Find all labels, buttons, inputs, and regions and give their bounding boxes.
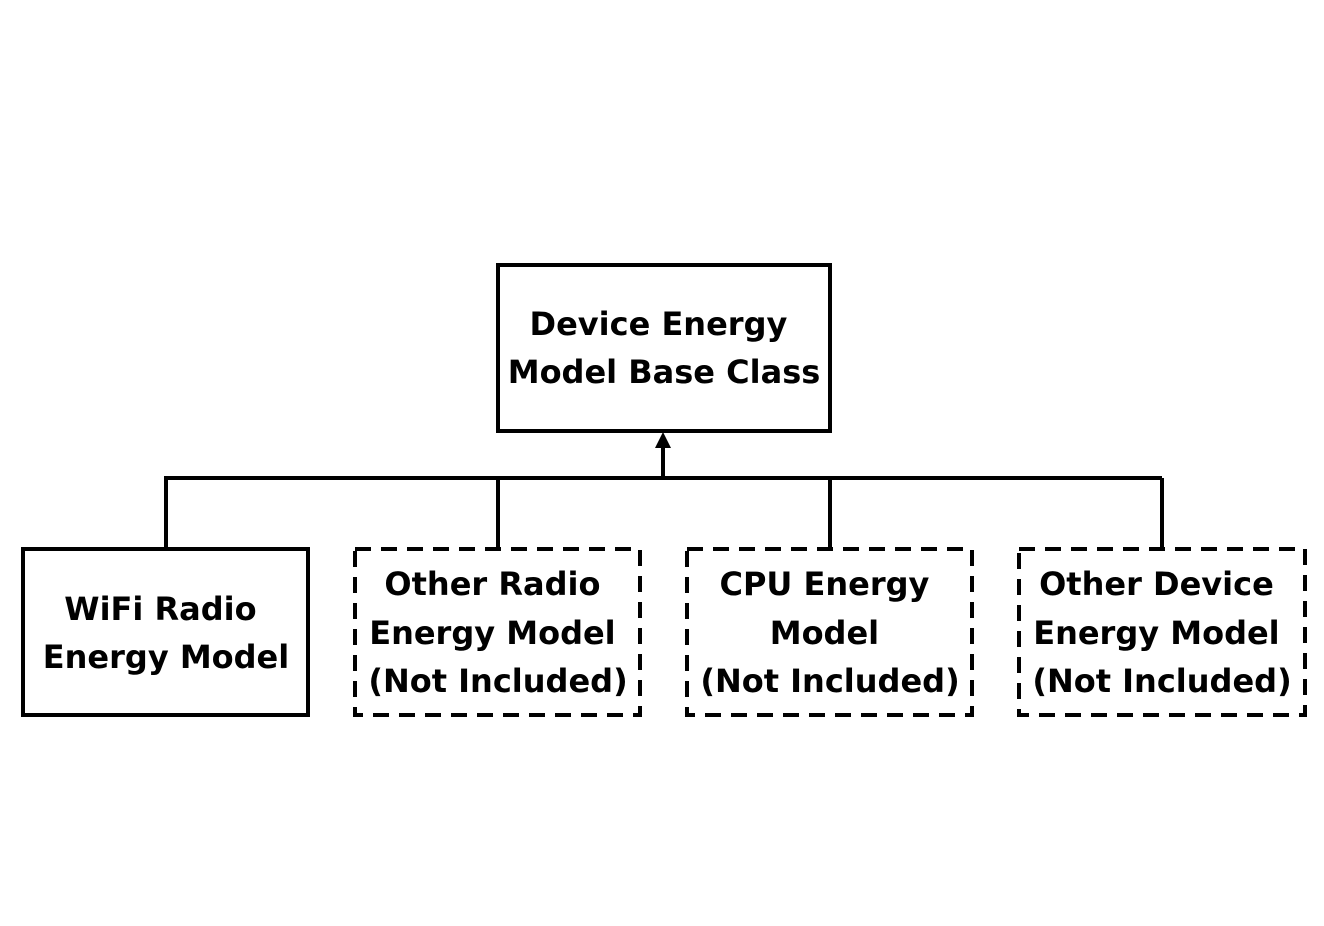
other-radio-label-line-3: (Not Included) [368, 662, 627, 700]
base-class-label-line-1: Device Energy [530, 305, 788, 343]
cpu-label-line-3: (Not Included) [700, 662, 959, 700]
child-node-other-device: Other Device Energy Model (Not Included) [1017, 547, 1307, 717]
other-device-label-line-1: Other Device [1039, 565, 1274, 603]
cpu-label-line-2: Model [770, 614, 879, 652]
other-device-label-line-2: Energy Model [1033, 614, 1279, 652]
other-device-label: Other Device Energy Model (Not Included) [1032, 565, 1291, 700]
connectors [164, 446, 1164, 549]
cpu-label-line-1: CPU Energy [719, 565, 929, 603]
child-node-wifi-radio: WiFi Radio Energy Model [21, 547, 310, 717]
other-device-box [1017, 547, 1307, 717]
base-class-label: Device Energy Model Base Class [508, 305, 821, 391]
cpu-label: CPU Energy Model (Not Included) [700, 565, 959, 700]
wifi-radio-label-line-1: WiFi Radio [64, 590, 256, 628]
wifi-radio-label-line-2: Energy Model [43, 638, 289, 676]
inheritance-arrowhead [655, 432, 671, 448]
wifi-radio-box [21, 547, 310, 717]
other-device-label-line-3: (Not Included) [1032, 662, 1291, 700]
base-class-node: Device Energy Model Base Class [496, 263, 832, 433]
wifi-radio-label: WiFi Radio Energy Model [43, 590, 289, 676]
base-class-box [496, 263, 832, 433]
other-radio-label-line-1: Other Radio [384, 565, 600, 603]
other-radio-label-line-2: Energy Model [369, 614, 615, 652]
base-class-label-line-2: Model Base Class [508, 353, 821, 391]
child-node-other-radio: Other Radio Energy Model (Not Included) [353, 547, 642, 717]
cpu-box [685, 547, 974, 717]
other-radio-label: Other Radio Energy Model (Not Included) [368, 565, 627, 700]
child-node-cpu: CPU Energy Model (Not Included) [685, 547, 974, 717]
other-radio-box [353, 547, 642, 717]
